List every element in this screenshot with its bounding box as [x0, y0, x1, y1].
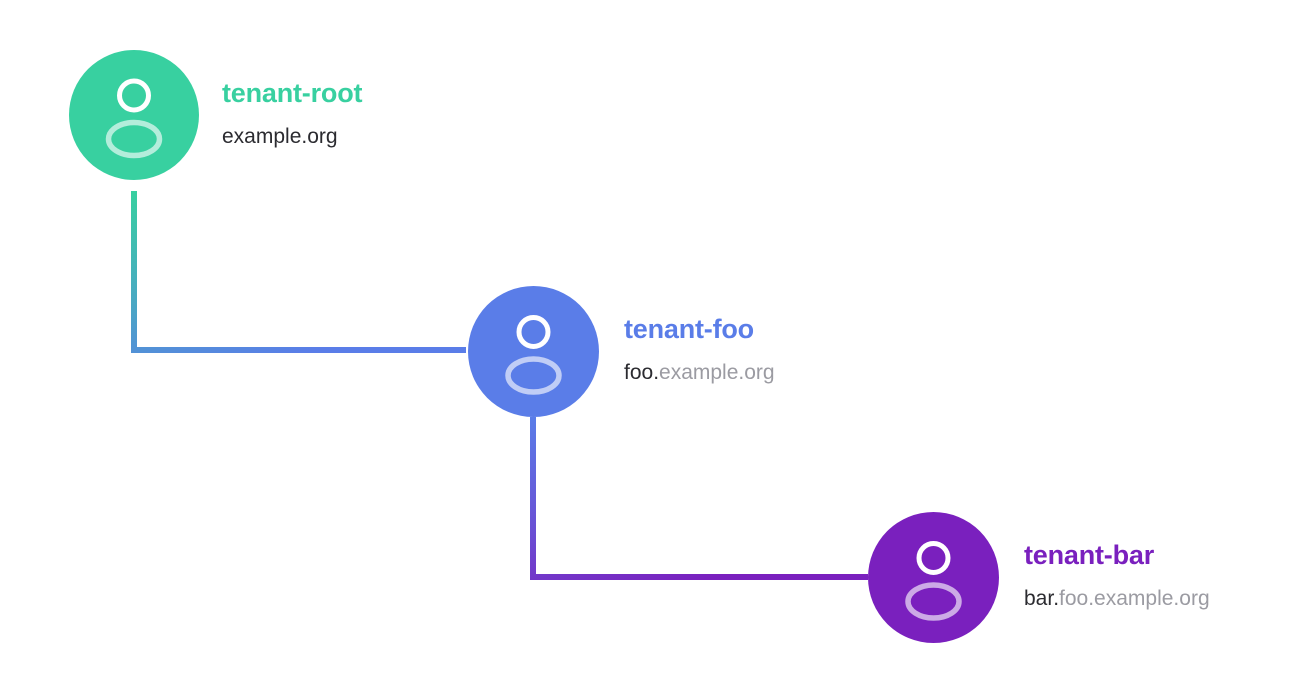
connector-root-to-foo	[131, 191, 466, 353]
node-domain-base: example.org	[659, 361, 775, 384]
node-text-block: tenant-bar bar.foo.example.org	[1024, 540, 1210, 610]
node-domain-base: foo.example.org	[1059, 587, 1210, 610]
node-title: tenant-root	[222, 77, 363, 108]
node-tenant-foo[interactable]: tenant-foo foo.example.org	[468, 286, 775, 417]
node-domain: example.org	[222, 126, 362, 147]
avatar[interactable]	[468, 286, 599, 417]
avatar-background-circle	[868, 512, 999, 643]
person-avatar-icon-head	[916, 541, 951, 575]
node-title: tenant-bar	[1024, 540, 1155, 570]
node-title: tenant-foo	[624, 314, 754, 344]
node-domain-prefix: foo.	[624, 361, 660, 384]
node-domain-prefix: bar.	[1024, 587, 1060, 610]
connector-foo-to-bar	[530, 417, 868, 580]
node-domain: bar.foo.example.org	[1024, 588, 1210, 609]
person-avatar-icon-body	[105, 119, 163, 159]
node-tenant-bar[interactable]: tenant-bar bar.foo.example.org	[868, 512, 1210, 643]
person-avatar-icon-body	[905, 582, 962, 621]
person-avatar-icon-head	[117, 78, 151, 113]
person-avatar-icon-body	[505, 356, 562, 395]
avatar-background-circle	[69, 50, 199, 180]
node-text-block: tenant-root example.org	[222, 77, 363, 147]
person-avatar-icon-head	[516, 315, 551, 349]
node-tenant-root[interactable]: tenant-root example.org	[69, 50, 362, 180]
avatar[interactable]	[69, 50, 199, 180]
node-text-block: tenant-foo foo.example.org	[624, 314, 775, 384]
avatar[interactable]	[868, 512, 999, 643]
node-domain-base: example.org	[222, 124, 338, 148]
avatar-background-circle	[468, 286, 599, 417]
node-domain: foo.example.org	[624, 362, 775, 383]
